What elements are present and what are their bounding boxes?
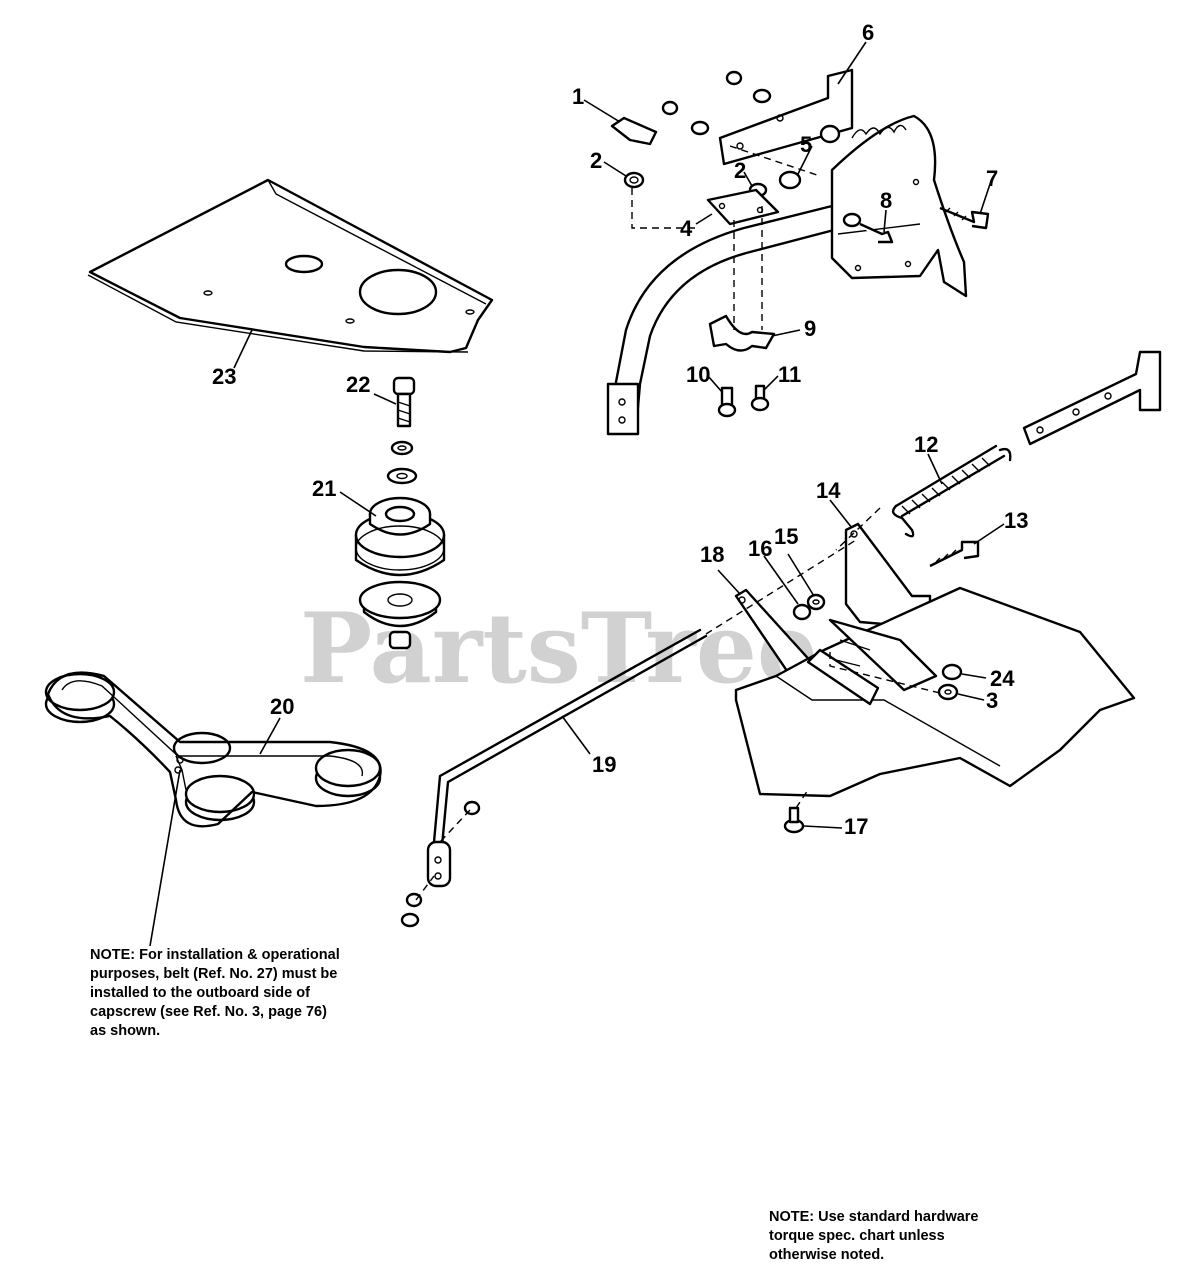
callout-9: 9	[804, 316, 816, 341]
small-nut-15	[806, 593, 826, 611]
callout-12: 12	[914, 432, 938, 457]
pulley-bolt	[392, 376, 416, 428]
callout-20: 20	[270, 694, 294, 719]
torque-spec-note: NOTE: Use standard hardware torque spec.…	[769, 1209, 979, 1263]
callout-18: 18	[700, 542, 724, 567]
assembly-line-9	[795, 789, 809, 809]
callout-17: 17	[844, 814, 868, 839]
hex-nut	[623, 171, 645, 189]
assembly-line-10	[835, 507, 881, 551]
callout-3: 3	[986, 688, 998, 713]
mounting-bracket	[718, 68, 854, 166]
assembly-line-6	[829, 652, 945, 695]
spring-bracket	[1022, 350, 1162, 446]
callout-15: 15	[774, 524, 798, 549]
drive-belt	[44, 671, 382, 828]
flat-washer	[386, 467, 418, 485]
clip-part	[610, 116, 658, 146]
belt-installation-note: NOTE: For installation & operational pur…	[90, 947, 340, 1039]
assembly-line-5	[705, 539, 857, 635]
callout-7: 7	[986, 166, 998, 191]
plate-part	[706, 188, 780, 226]
deck-cover-plate	[87, 178, 494, 354]
callout-19: 19	[592, 752, 616, 777]
screw-10	[717, 386, 737, 418]
callout-21: 21	[312, 476, 336, 501]
assembly-line-7	[439, 809, 471, 843]
callout-2: 2	[734, 158, 746, 183]
callout-5: 5	[800, 132, 812, 157]
lift-arm	[606, 204, 836, 436]
callout-13: 13	[1004, 508, 1028, 533]
control-rod	[426, 628, 708, 888]
nut-3	[937, 683, 959, 701]
callout-2: 2	[590, 148, 602, 173]
callout-23: 23	[212, 364, 236, 389]
callout-10: 10	[686, 362, 710, 387]
nut-24	[941, 663, 963, 681]
leader-lines	[149, 41, 1005, 947]
assembly-line-8	[415, 875, 435, 901]
callout-14: 14	[816, 478, 841, 503]
callout-22: 22	[346, 372, 370, 397]
spring-washer	[390, 440, 414, 456]
callout-4: 4	[680, 216, 693, 241]
callout-1: 1	[572, 84, 584, 109]
extension-spring	[891, 444, 1012, 538]
callout-8: 8	[880, 188, 892, 213]
short-bolt	[842, 212, 894, 244]
screw-17	[783, 806, 805, 834]
pivot-bolt	[929, 540, 980, 568]
callout-16: 16	[748, 536, 772, 561]
callouts: 1 2 2 3 4 5 6 7 8 9 10 11 12 13 14 15 16…	[212, 20, 1028, 839]
saddle-bracket	[708, 314, 776, 352]
callout-11: 11	[778, 362, 801, 387]
screw-11	[750, 384, 770, 412]
small-nut-16	[792, 603, 812, 621]
adjustment-plate	[830, 114, 968, 298]
assembly-line-4	[729, 145, 821, 177]
callout-24: 24	[990, 666, 1015, 691]
assembly-line-1	[631, 188, 700, 229]
callout-6: 6	[862, 20, 874, 45]
clutch-pulley	[354, 496, 446, 650]
